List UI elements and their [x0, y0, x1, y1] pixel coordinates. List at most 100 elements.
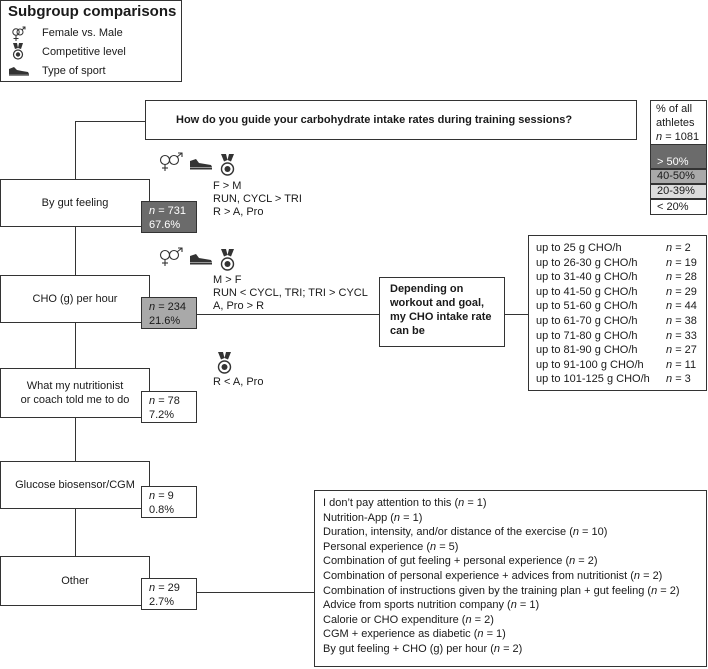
question-box: [145, 100, 637, 140]
scale-bin-1: [650, 144, 707, 169]
cho-rate-range: up to 71-80 g CHO/h: [536, 329, 638, 342]
category-label: CHO (g) per hour: [32, 293, 118, 305]
other-to-answers: [197, 592, 314, 593]
depending-to-rates: [505, 314, 528, 315]
gender-icon: [159, 247, 185, 267]
medal-icon: [11, 43, 25, 60]
scale-bin-4: [650, 199, 707, 215]
cho-rate-count: n = 27: [666, 344, 697, 357]
category-nutritionist: What my nutritionist or coach told me to…: [0, 368, 150, 418]
scale-bin-4-label: < 20%: [657, 201, 689, 213]
stat-pct: 0.8%: [149, 504, 175, 516]
cho-rate-count: n = 29: [666, 285, 697, 298]
cho-rate-row: up to 26-30 g CHO/h: [536, 257, 638, 270]
cho-rate-range: up to 61-70 g CHO/h: [536, 315, 638, 327]
scale-title-1: % of all: [656, 103, 693, 115]
other-answer-item: Nutrition-App (n = 1): [323, 511, 423, 524]
stat-box-gut-feeling: n = 731 67.6%: [141, 201, 197, 233]
cho-rate-count: n = 11: [666, 358, 697, 371]
depending-line-3: my CHO intake rate: [390, 311, 492, 323]
category-label-line1: What my nutritionist: [26, 380, 124, 392]
stat-n: n = 9: [149, 490, 174, 502]
other-answer-item: Advice from sports nutrition company (n …: [323, 599, 540, 612]
other-answers-box: [314, 490, 707, 667]
cho-rate-count: n = 44: [666, 300, 697, 313]
comparison-cho-2: RUN < CYCL, TRI; TRI > CYCL: [213, 287, 368, 299]
cho-rate-row: up to 25 g CHO/h: [536, 242, 622, 255]
cho-rate-row: up to 41-50 g CHO/h: [536, 286, 638, 299]
comparison-nutritionist-1: R < A, Pro: [213, 376, 264, 388]
stat-box-nutritionist: n = 78 7.2%: [141, 391, 197, 423]
gender-icon: [159, 152, 185, 172]
depending-line-1: Depending on: [390, 283, 464, 295]
shoe-icon: [8, 66, 30, 76]
category-cho-per-hour: CHO (g) per hour: [0, 275, 150, 323]
legend-box: [0, 0, 182, 82]
cho-rate-row: up to 51-60 g CHO/h: [536, 300, 638, 313]
other-answer-item: I don’t pay attention to this (n = 1): [323, 497, 487, 509]
other-answer-item: Combination of personal experience + adv…: [323, 570, 663, 582]
comparison-cho-1: M > F: [213, 274, 242, 286]
scale-n: n = 1081: [656, 131, 700, 143]
cho-rate-count: n = 28: [666, 271, 697, 284]
scale-bin-3: [650, 184, 707, 199]
stat-box-cho-per-hour: n = 234 21.6%: [141, 297, 197, 329]
cho-rate-row: up to 81-90 g CHO/h: [536, 344, 638, 357]
cho-rate-range: up to 31-40 g CHO/h: [536, 271, 638, 284]
other-answer-item: Duration, intensity, and/or distance of …: [323, 526, 608, 539]
category-label: By gut feeling: [41, 197, 109, 209]
cho-rate-count: n = 2: [666, 242, 691, 254]
cho-rate-count: n = 38: [666, 315, 697, 327]
scale-bin-3-label: 20-39%: [657, 185, 695, 197]
cho-rate-row: up to 91-100 g CHO/h: [536, 359, 644, 372]
depending-line-2: workout and goal,: [390, 297, 485, 309]
stat-box-other: n = 29 2.7%: [141, 578, 197, 610]
category-label-line2: or coach told me to do: [20, 394, 130, 406]
scale-bin-1-label: > 50%: [657, 156, 689, 168]
legend-title: Subgroup comparisons: [8, 3, 177, 20]
cho-rate-range: up to 81-90 g CHO/h: [536, 344, 638, 357]
scale-bin-2: [650, 169, 707, 184]
cho-rates-box: [528, 235, 707, 391]
comparison-gut-2: RUN, CYCL > TRI: [213, 193, 302, 205]
other-answer-item: Combination of gut feeling + personal ex…: [323, 555, 598, 568]
legend-label-shoe: Type of sport: [42, 65, 106, 77]
other-answer-item: Personal experience (n = 5): [323, 540, 459, 553]
cho-rate-row: up to 101-125 g CHO/h: [536, 373, 650, 386]
cho-rate-count: n = 19: [666, 256, 697, 269]
stat-n: n = 29: [149, 582, 180, 594]
legend-label-gender: Female vs. Male: [42, 27, 123, 39]
comparison-cho-3: A, Pro > R: [213, 300, 265, 312]
stat-n: n = 234: [149, 301, 187, 313]
cho-rate-count: n = 33: [666, 329, 697, 342]
other-answer-item: Combination of instructions given by the…: [323, 584, 680, 597]
stat-pct: 21.6%: [149, 315, 181, 327]
depending-box: [379, 277, 505, 347]
cho-rate-row: up to 31-40 g CHO/h: [536, 271, 638, 284]
medal-icon: [216, 352, 233, 374]
stat-pct: 67.6%: [149, 219, 181, 231]
stat-n: n = 731: [149, 205, 187, 217]
question-text: How do you guide your carbohydrate intak…: [176, 114, 573, 126]
category-glucose-cgm: Glucose biosensor/CGM: [0, 461, 150, 509]
comparison-gut-1: F > M: [213, 180, 242, 192]
stat-pct: 7.2%: [149, 409, 175, 421]
cho-rate-range: up to 26-30 g CHO/h: [536, 256, 638, 269]
cho-rate-row: up to 71-80 g CHO/h: [536, 330, 638, 343]
category-label: Other: [61, 575, 89, 587]
category-other: Other: [0, 556, 150, 606]
cho-rate-range: up to 25 g CHO/h: [536, 242, 622, 254]
cho-rate-count: n = 3: [666, 373, 691, 386]
depending-line-4: can be: [390, 325, 425, 337]
tree-trunk: [75, 121, 76, 556]
stat-box-glucose-cgm: n = 9 0.8%: [141, 486, 197, 518]
stat-pct: 2.7%: [149, 596, 175, 608]
category-gut-feeling: By gut feeling: [0, 179, 150, 227]
cho-to-depending: [197, 314, 379, 315]
category-label: Glucose biosensor/CGM: [15, 479, 135, 491]
stat-n: n = 78: [149, 395, 180, 407]
legend-label-medal: Competitive level: [42, 46, 126, 58]
cho-rate-row: up to 61-70 g CHO/h: [536, 315, 638, 328]
other-answer-item: CGM + experience as diabetic (n = 1): [323, 628, 506, 641]
cho-rate-range: up to 41-50 g CHO/h: [536, 285, 638, 298]
